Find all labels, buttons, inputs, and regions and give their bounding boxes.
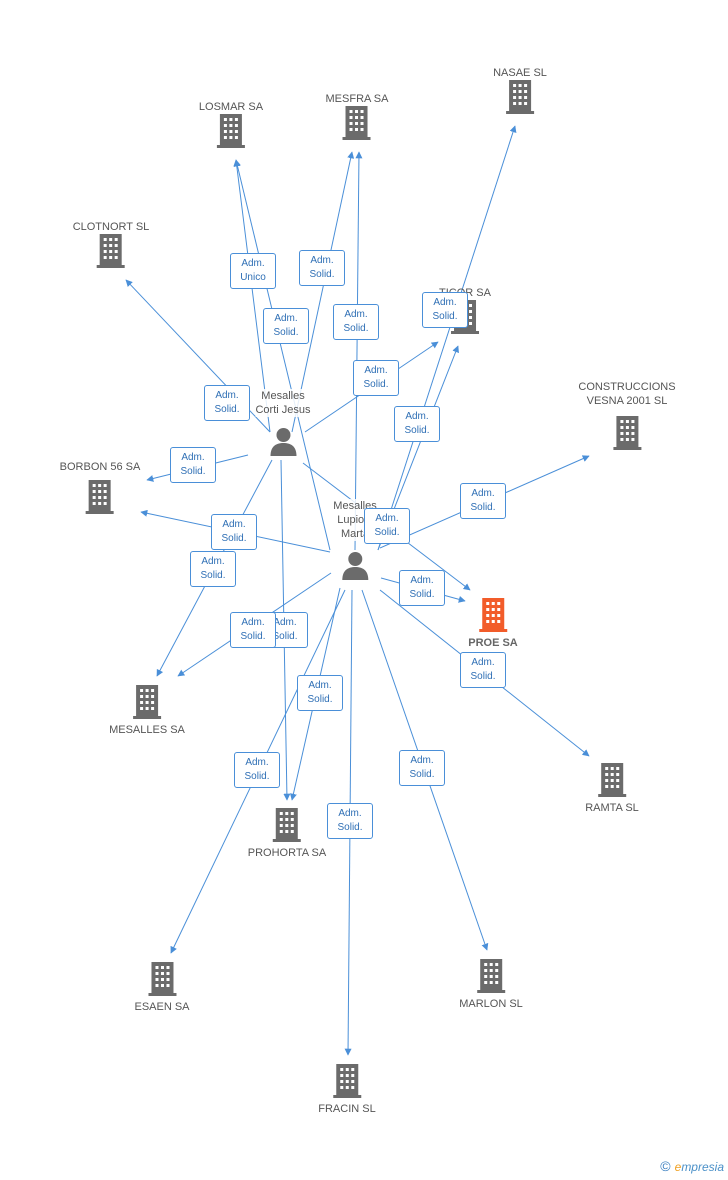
person-icon	[270, 428, 296, 456]
edge-label-lupiola-fracin[interactable]: Adm. Solid.	[327, 803, 373, 839]
node-mesalles-sa[interactable]: MESALLES SA	[109, 685, 185, 737]
edge-label-lupiola-mesalles[interactable]: Adm. Solid.	[230, 612, 276, 648]
edge-label-lupiola-ticor[interactable]: Adm. Solid.	[394, 406, 440, 442]
node-esaen[interactable]: ESAEN SA	[134, 962, 190, 1014]
building-icon	[217, 114, 245, 148]
building-icon	[343, 106, 371, 140]
node-construccions[interactable]: CONSTRUCCIONS VESNA 2001 SL	[578, 380, 676, 450]
node-mesfra[interactable]: MESFRA SA	[325, 92, 389, 140]
edge-label-corti-losmar[interactable]: Adm. Unico	[230, 253, 276, 289]
edge-label-lupiola-mesfra[interactable]: Adm. Solid.	[333, 304, 379, 340]
building-icon	[132, 685, 161, 719]
building-icon	[272, 808, 301, 842]
edge-lupiola-mesfra	[354, 151, 363, 551]
edge-label-corti-clotnort[interactable]: Adm. Solid.	[204, 385, 250, 421]
brand-logo: empresia	[674, 1160, 724, 1174]
footer-brand: ©empresia	[660, 1158, 724, 1174]
edge-label-lupiola-nasae[interactable]: Adm. Solid.	[422, 292, 468, 328]
node-label: ESAEN SA	[134, 1001, 190, 1013]
edge-label-lupiola-marlon[interactable]: Adm. Solid.	[399, 750, 445, 786]
edge-corti-mesfra	[291, 151, 355, 433]
edge-lupiola-losmar	[234, 159, 331, 551]
edge-label-lupiola-esaen[interactable]: Adm. Solid.	[234, 752, 280, 788]
node-prohorta[interactable]: PROHORTA SA	[248, 808, 326, 860]
edge-label-corti-ticor[interactable]: Adm. Solid.	[353, 360, 399, 396]
building-icon	[97, 234, 125, 268]
node-borbon[interactable]: BORBON 56 SA	[59, 460, 141, 514]
node-losmar[interactable]: LOSMAR SA	[199, 100, 263, 148]
node-fracin[interactable]: FRACIN SL	[318, 1064, 376, 1116]
node-label: MESALLES SA	[109, 724, 185, 736]
node-corti[interactable]: Mesalles Corti Jesus	[255, 389, 311, 457]
edge-label-lupiola-ramta[interactable]: Adm. Solid.	[460, 652, 506, 688]
building-icon	[148, 962, 176, 996]
node-label: RAMTA SL	[585, 802, 639, 814]
node-label: FRACIN SL	[318, 1103, 376, 1115]
edge-label-corti-borbon[interactable]: Adm. Solid.	[170, 447, 216, 483]
edge-label-lupiola-prohorta[interactable]: Adm. Solid.	[297, 675, 343, 711]
node-label: PROHORTA SA	[247, 847, 327, 859]
edge-label-lupiola-borbon[interactable]: Adm. Solid.	[211, 514, 257, 550]
node-marlon[interactable]: MARLON SL	[459, 959, 523, 1011]
edge-label-corti-mesfra[interactable]: Adm. Solid.	[299, 250, 345, 286]
node-label: MESFRA SA	[325, 93, 389, 105]
node-label: MARLON SL	[459, 998, 523, 1010]
node-ramta[interactable]: RAMTA SL	[585, 763, 639, 815]
building-icon	[612, 416, 641, 450]
edge-lupiola-nasae	[377, 125, 517, 551]
node-label: CLOTNORT SL	[72, 221, 150, 233]
edge-label-corti-proe[interactable]: Adm. Solid.	[364, 508, 410, 544]
edge-label-lupiola-losmar[interactable]: Adm. Solid.	[263, 308, 309, 344]
building-icon	[598, 763, 626, 797]
building-icon	[333, 1064, 361, 1098]
building-icon	[478, 598, 507, 632]
copyright-symbol: ©	[660, 1158, 671, 1174]
building-icon	[506, 80, 534, 114]
person-icon	[342, 552, 368, 580]
building-icon	[476, 959, 505, 993]
node-label: NASAE SL	[493, 67, 547, 79]
edge-label-lupiola-proe[interactable]: Adm. Solid.	[399, 570, 445, 606]
node-label: Mesalles Corti Jesus	[255, 389, 311, 417]
node-nasae[interactable]: NASAE SL	[493, 66, 547, 114]
node-label: PROE SA	[468, 637, 518, 649]
edge-corti-losmar	[233, 159, 271, 433]
node-clotnort[interactable]: CLOTNORT SL	[72, 220, 150, 268]
node-label: BORBON 56 SA	[59, 461, 141, 473]
node-label: CONSTRUCCIONS VESNA 2001 SL	[578, 381, 676, 407]
building-icon	[85, 480, 114, 514]
node-label: LOSMAR SA	[198, 101, 264, 113]
edge-label-lupiola-construccions[interactable]: Adm. Solid.	[460, 483, 506, 519]
edge-label-corti-mesalles[interactable]: Adm. Solid.	[190, 551, 236, 587]
node-proe[interactable]: PROE SA	[468, 598, 518, 650]
